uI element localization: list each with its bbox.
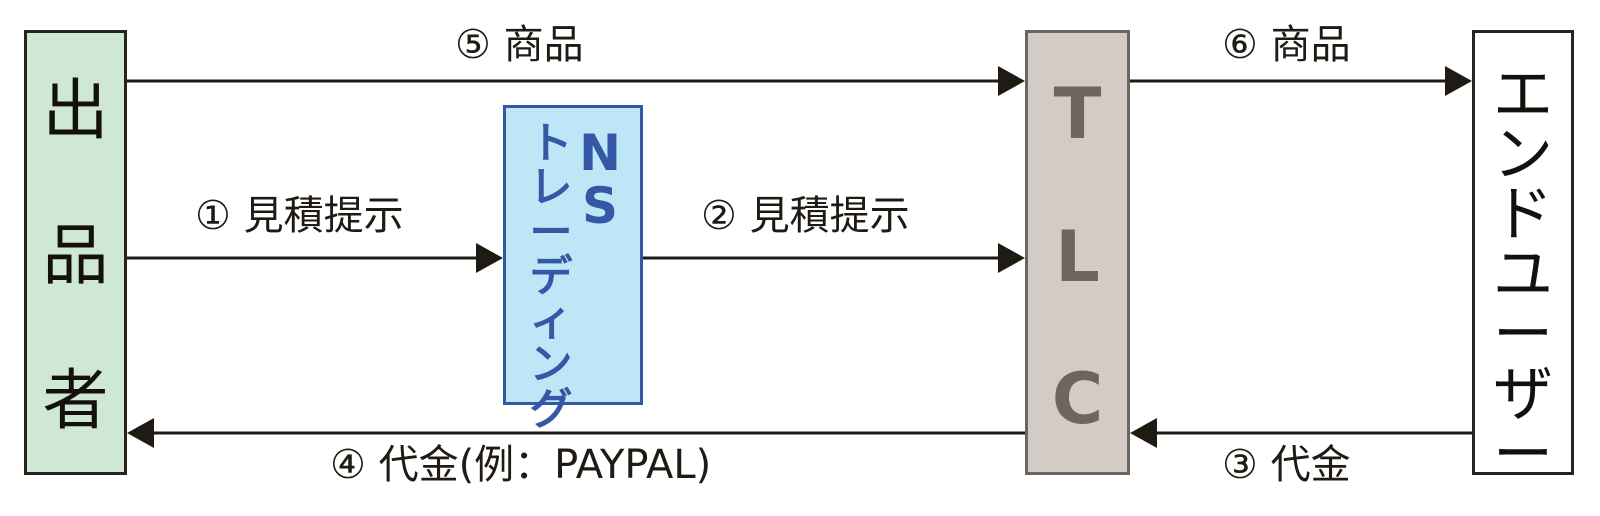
ns-latin-char: S xyxy=(581,177,618,235)
arrow-step3-head xyxy=(1130,418,1157,448)
ns-trading-box: N S ト レ ー デ ィ ン グ xyxy=(503,105,643,432)
tlc-char: T xyxy=(1053,73,1102,155)
ns-kana-char: グ xyxy=(529,384,573,435)
ns-kana-char: ー xyxy=(529,207,573,258)
tlc-box: T L C xyxy=(1025,30,1130,475)
flow-label-step2: ② 見積提示 xyxy=(701,193,910,239)
ns-latin-char: N xyxy=(579,124,621,182)
end-user-char: ン xyxy=(1493,120,1553,190)
arrow-step4-head xyxy=(127,418,154,448)
ns-latin-column: N S xyxy=(570,128,630,234)
seller-label: 出 品 者 xyxy=(27,33,124,472)
ns-kana-column: ト レ ー デ ィ ン グ xyxy=(524,122,578,432)
end-user-char: ー xyxy=(1493,300,1553,370)
end-user-char: ユ xyxy=(1493,240,1553,310)
tlc-char: L xyxy=(1055,215,1100,298)
end-user-char: エ xyxy=(1493,60,1553,130)
seller-char: 品 xyxy=(42,217,109,294)
seller-box: 出 品 者 xyxy=(24,30,127,475)
ns-kana-char: ト xyxy=(529,119,573,169)
end-user-char: ー xyxy=(1493,420,1553,490)
seller-char: 者 xyxy=(42,362,109,439)
flow-label-step1: ① 見積提示 xyxy=(195,193,404,239)
arrow-step6-head xyxy=(1445,66,1472,96)
flow-label-step5: ⑤ 商品 xyxy=(455,22,584,68)
ns-trading-label: N S ト レ ー デ ィ ン グ xyxy=(506,108,640,432)
tlc-char: C xyxy=(1051,358,1104,440)
end-user-box: エ ン ド ユ ー ザ ー xyxy=(1472,30,1574,485)
ns-kana-char: デ xyxy=(529,251,573,302)
flow-label-step4: ④ 代金(例：PAYPAL) xyxy=(330,442,712,488)
end-user-char: ド xyxy=(1493,180,1553,250)
end-user-label: エ ン ド ユ ー ザ ー xyxy=(1475,33,1571,485)
arrow-step5-head xyxy=(998,66,1025,96)
seller-char: 出 xyxy=(42,72,109,149)
tlc-label: T L C xyxy=(1028,33,1127,472)
ns-kana-char: ン xyxy=(529,340,573,391)
arrow-step2-head xyxy=(998,243,1025,273)
flow-label-step3: ③ 代金 xyxy=(1222,442,1351,488)
ns-kana-char: ィ xyxy=(529,296,573,347)
arrow-step1-head xyxy=(476,243,503,273)
flow-label-step6: ⑥ 商品 xyxy=(1222,22,1351,68)
ns-kana-char: レ xyxy=(529,163,573,214)
end-user-char: ザ xyxy=(1493,360,1553,430)
